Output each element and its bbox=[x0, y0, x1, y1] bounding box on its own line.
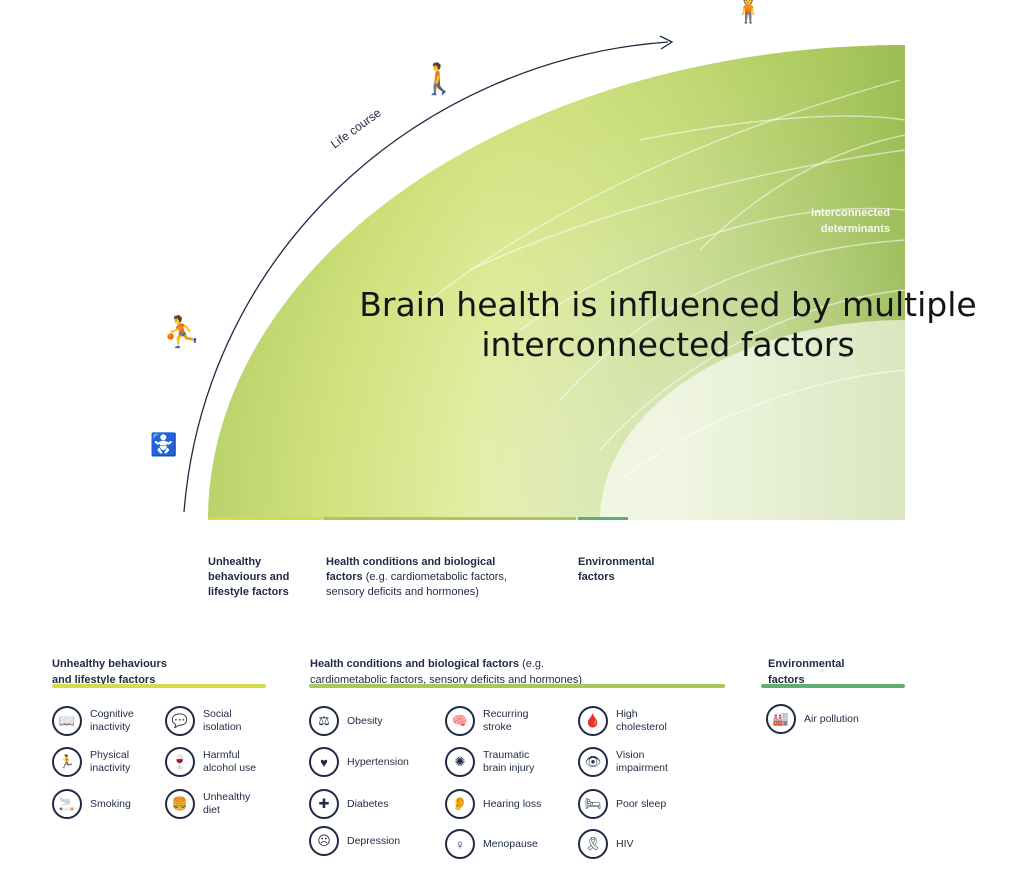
factor-hiv: 🎗 HIV bbox=[578, 829, 634, 859]
wine-glass-icon: 🍷 bbox=[165, 747, 195, 777]
legend-title-lifestyle: Unhealthy behaviours and lifestyle facto… bbox=[52, 640, 167, 688]
factor-unhealthy-diet: 🍔 Unhealthy diet bbox=[165, 789, 250, 819]
arrow-head-icon bbox=[659, 35, 674, 50]
factor-label: Hypertension bbox=[347, 755, 409, 768]
factor-hearing-loss: 👂 Hearing loss bbox=[445, 789, 541, 819]
factor-depression: ☹ Depression bbox=[309, 826, 400, 856]
factor-label: Physical inactivity bbox=[90, 749, 131, 774]
interconnected-determinants-label: Interconnected determinants bbox=[811, 207, 890, 235]
factor-label: High cholesterol bbox=[616, 708, 667, 733]
artery-icon: 🩸 bbox=[578, 706, 608, 736]
factor-label: Obesity bbox=[347, 714, 383, 727]
eye-crossed-icon: 👁 bbox=[578, 747, 608, 777]
factor-label: Menopause bbox=[483, 837, 538, 850]
inner-cutout bbox=[600, 320, 905, 520]
factor-social-isolation: 💬 Social isolation bbox=[165, 706, 242, 736]
factor-traumatic-brain-injury: ✺ Traumatic brain injury bbox=[445, 747, 534, 777]
legend-bar-lifestyle bbox=[52, 684, 266, 688]
band-label-health: Health conditions and biological factors… bbox=[326, 540, 576, 600]
elder-figure-icon: 🧍 bbox=[732, 0, 765, 24]
book-crossed-icon: 📖 bbox=[52, 706, 82, 736]
factor-air-pollution: 🏭 Air pollution bbox=[766, 704, 859, 734]
factor-cognitive-inactivity: 📖 Cognitive inactivity bbox=[52, 706, 134, 736]
factor-label: Poor sleep bbox=[616, 797, 667, 810]
legend-title-text: Unhealthy behaviours and lifestyle facto… bbox=[52, 658, 167, 686]
ear-crossed-icon: 👂 bbox=[445, 789, 475, 819]
legend-title-text: Health conditions and biological factors bbox=[310, 658, 520, 670]
legend-title-environment: Environmental factors bbox=[768, 640, 844, 688]
band-title: Health conditions and biological factors bbox=[326, 556, 496, 583]
band-title: Environmental factors bbox=[578, 556, 655, 583]
child-playing-figure-icon: ⛹ bbox=[163, 316, 201, 349]
factor-menopause: ♀ Menopause bbox=[445, 829, 538, 859]
legend-title-health: Health conditions and biological factors… bbox=[310, 640, 730, 688]
cigarette-icon: 🚬 bbox=[52, 789, 82, 819]
adult-walking-figure-icon: 🚶 bbox=[420, 63, 458, 96]
band-title: Unhealthy behaviours and lifestyle facto… bbox=[208, 556, 290, 598]
legend-bar-health bbox=[309, 684, 725, 688]
heart-pressure-icon: ♥ bbox=[309, 747, 339, 777]
factor-obesity: ⚖ Obesity bbox=[309, 706, 383, 736]
factor-label: Cognitive inactivity bbox=[90, 708, 134, 733]
chat-crossed-icon: 💬 bbox=[165, 706, 195, 736]
factor-hypertension: ♥ Hypertension bbox=[309, 747, 409, 777]
overlay-caption: Brain health is influenced by multiple i… bbox=[359, 285, 977, 364]
factor-physical-inactivity: 🏃 Physical inactivity bbox=[52, 747, 130, 777]
factor-label: Traumatic brain injury bbox=[483, 749, 535, 774]
legend-bar-environment bbox=[761, 684, 905, 688]
bed-icon: 🛏 bbox=[578, 789, 608, 819]
factor-label: Vision impairment bbox=[616, 749, 668, 774]
factor-label: Unhealthy diet bbox=[203, 791, 251, 816]
band-divider-health bbox=[324, 517, 576, 520]
factor-vision-impairment: 👁 Vision impairment bbox=[578, 747, 668, 777]
factor-poor-sleep: 🛏 Poor sleep bbox=[578, 789, 666, 819]
factor-diabetes: ✚ Diabetes bbox=[309, 789, 388, 819]
band-detail: (e.g. cardiometabolic factors, sensory d… bbox=[326, 571, 507, 598]
factor-label: HIV bbox=[616, 837, 634, 850]
glucose-meter-icon: ✚ bbox=[309, 789, 339, 819]
runner-crossed-icon: 🏃 bbox=[52, 747, 82, 777]
food-crossed-icon: 🍔 bbox=[165, 789, 195, 819]
factor-label: Social isolation bbox=[203, 708, 242, 733]
factor-label: Depression bbox=[347, 834, 401, 847]
brain-injury-icon: ✺ bbox=[445, 747, 475, 777]
factor-label: Smoking bbox=[90, 797, 131, 810]
uterus-icon: ♀ bbox=[445, 829, 475, 859]
factor-label: Diabetes bbox=[347, 797, 389, 810]
scale-icon: ⚖ bbox=[309, 706, 339, 736]
ribbon-icon: 🎗 bbox=[578, 829, 608, 859]
factory-icon: 🏭 bbox=[766, 704, 796, 734]
factor-smoking: 🚬 Smoking bbox=[52, 789, 131, 819]
sad-person-icon: ☹ bbox=[309, 826, 339, 856]
legend-title-text: Environmental factors bbox=[768, 658, 845, 686]
brain-icon: 🧠 bbox=[445, 706, 475, 736]
life-course-arrow bbox=[183, 41, 669, 513]
factor-label: Recurring stroke bbox=[483, 708, 529, 733]
factor-high-cholesterol: 🩸 High cholesterol bbox=[578, 706, 667, 736]
band-divider-lifestyle bbox=[208, 517, 322, 520]
determinant-streaks bbox=[429, 79, 905, 481]
factor-label: Hearing loss bbox=[483, 797, 542, 810]
band-label-environment: Environmental factors bbox=[578, 540, 688, 585]
band-label-lifestyle: Unhealthy behaviours and lifestyle facto… bbox=[208, 540, 320, 600]
factor-harmful-alcohol-use: 🍷 Harmful alcohol use bbox=[165, 747, 256, 777]
factor-label: Harmful alcohol use bbox=[203, 749, 257, 774]
factor-recurring-stroke: 🧠 Recurring stroke bbox=[445, 706, 529, 736]
band-divider-environment bbox=[578, 517, 628, 520]
legend-title-detail: (e.g. cardiometabolic factors, sensory d… bbox=[310, 658, 583, 686]
factor-label: Air pollution bbox=[804, 712, 859, 725]
baby-figure-icon: 🚼 bbox=[150, 432, 178, 457]
